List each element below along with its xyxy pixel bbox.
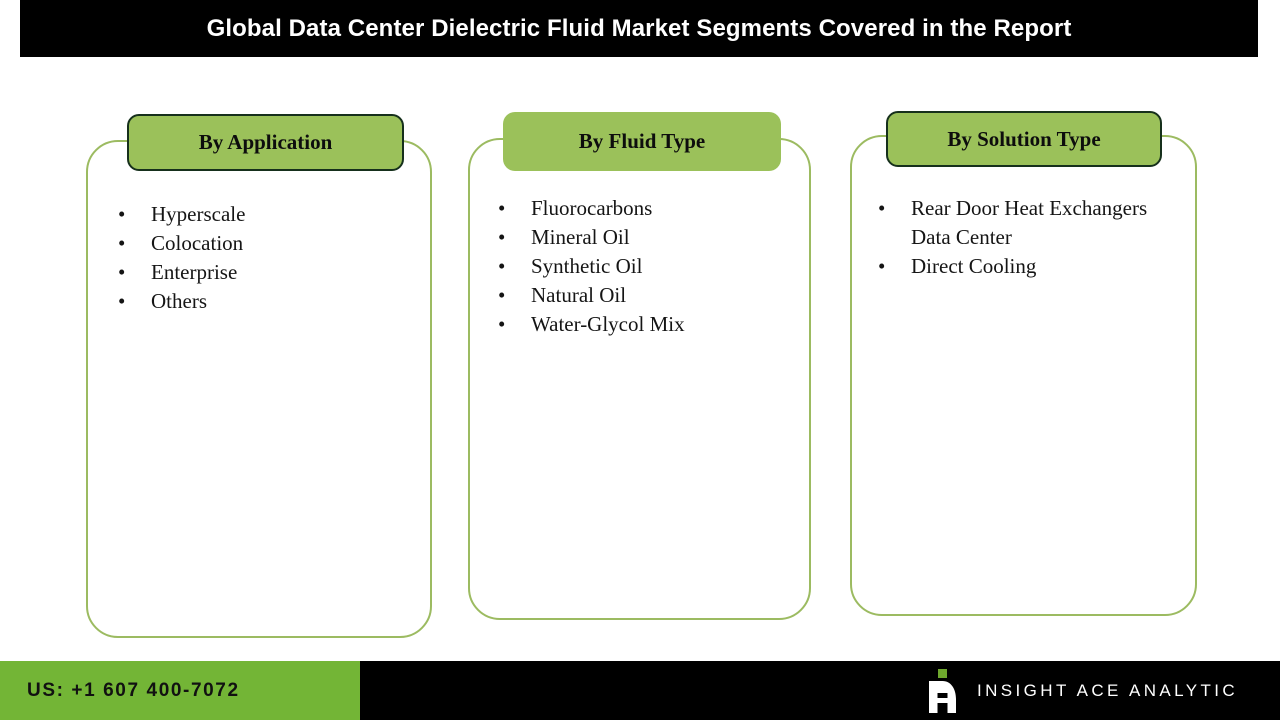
bullet-icon: •: [498, 254, 506, 278]
bullet-icon: •: [118, 260, 126, 284]
card-header-pill: By Fluid Type: [503, 112, 781, 171]
header-bar: Global Data Center Dielectric Fluid Mark…: [20, 0, 1258, 57]
list-item-label: Rear Door Heat Exchangers Data Center: [911, 196, 1148, 249]
bullet-icon: •: [118, 231, 126, 255]
list-item: • Fluorocarbons: [498, 194, 798, 223]
footer-phone-number: US: +1 607 400-7072: [27, 679, 240, 701]
list-item-label: Water-Glycol Mix: [531, 312, 685, 336]
list-item: • Hyperscale: [118, 200, 418, 229]
list-item-label: Colocation: [151, 231, 244, 255]
bullet-icon: •: [878, 254, 886, 278]
card-body: [468, 138, 811, 620]
card-item-list: • Rear Door Heat Exchangers Data Center …: [878, 194, 1178, 281]
card-body: [850, 135, 1197, 616]
card-item-list: • Fluorocarbons • Mineral Oil • Syntheti…: [498, 194, 798, 339]
bullet-icon: •: [878, 196, 886, 220]
list-item-label: Natural Oil: [531, 283, 627, 307]
card-header-pill: By Solution Type: [886, 111, 1162, 167]
list-item: • Rear Door Heat Exchangers Data Center: [878, 194, 1178, 252]
bullet-icon: •: [498, 196, 506, 220]
bullet-icon: •: [118, 289, 126, 313]
list-item-label: Enterprise: [151, 260, 238, 284]
list-item-label: Mineral Oil: [531, 225, 630, 249]
list-item: • Others: [118, 287, 418, 316]
bullet-icon: •: [498, 225, 506, 249]
insight-ace-a-mark-icon: [925, 668, 961, 713]
card-body: [86, 140, 432, 638]
list-item: • Enterprise: [118, 258, 418, 287]
list-item: • Synthetic Oil: [498, 252, 798, 281]
card-item-list: • Hyperscale • Colocation • Enterprise •…: [118, 200, 418, 316]
list-item: • Mineral Oil: [498, 223, 798, 252]
list-item-label: Direct Cooling: [911, 254, 1037, 278]
card-title: By Fluid Type: [578, 129, 706, 153]
list-item: • Natural Oil: [498, 281, 798, 310]
page-title: Global Data Center Dielectric Fluid Mark…: [206, 14, 1072, 42]
list-item-label: Hyperscale: [151, 202, 246, 226]
list-item: • Direct Cooling: [878, 252, 1178, 281]
footer-contact-block: US: +1 607 400-7072: [0, 661, 360, 720]
bullet-icon: •: [498, 312, 506, 336]
bullet-icon: •: [498, 283, 506, 307]
bullet-icon: •: [118, 202, 126, 226]
brand-lockup: INSIGHT ACE ANALYTIC: [925, 661, 1238, 720]
list-item-label: Others: [151, 289, 207, 313]
list-item-label: Synthetic Oil: [531, 254, 643, 278]
brand-name: INSIGHT ACE ANALYTIC: [977, 680, 1239, 700]
list-item: • Water-Glycol Mix: [498, 310, 798, 339]
card-title: By Application: [198, 130, 333, 154]
card-header-pill: By Application: [127, 114, 404, 171]
list-item-label: Fluorocarbons: [531, 196, 653, 220]
card-title: By Solution Type: [947, 126, 1101, 151]
list-item: • Colocation: [118, 229, 418, 258]
